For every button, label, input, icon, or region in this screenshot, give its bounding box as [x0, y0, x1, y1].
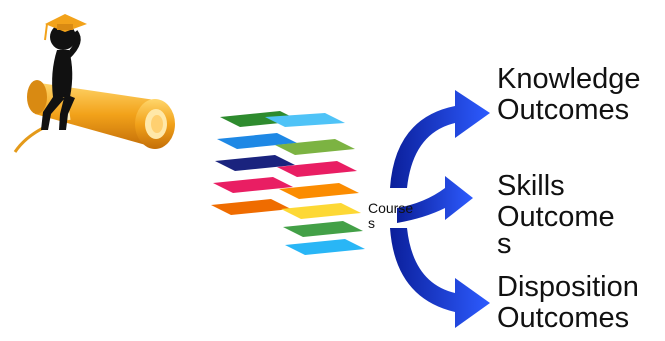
courses-label: Course s	[368, 201, 428, 231]
courses-label-line2: s	[368, 215, 375, 231]
skills-line1: Skills	[497, 170, 565, 202]
knowledge-line1: Knowledge	[497, 63, 641, 95]
skills-outcomes-label: Skills Outcome s	[497, 171, 615, 260]
graduate-diploma-icon	[13, 14, 175, 153]
disposition-line2: Outcomes	[497, 302, 630, 334]
skills-line2: Outcome	[497, 201, 615, 233]
knowledge-outcomes-label: Knowledge Outcomes	[497, 64, 641, 126]
layer-cyan	[285, 239, 365, 255]
skills-line3: s	[497, 228, 512, 260]
courses-label-line1: Course	[368, 200, 414, 216]
layer-pink	[277, 161, 357, 177]
layer-magenta	[213, 177, 293, 193]
layer-orange	[211, 199, 291, 215]
disposition-outcomes-label: Disposition Outcomes	[497, 272, 639, 334]
layer-navy	[215, 155, 295, 171]
layer-yellow	[281, 203, 361, 219]
disposition-line1: Disposition	[497, 271, 639, 303]
curved-arrows-icon	[390, 90, 490, 328]
layer-green2	[283, 221, 363, 237]
knowledge-line2: Outcomes	[497, 94, 630, 126]
stacked-layers-icon	[211, 111, 365, 255]
layer-lime	[275, 139, 355, 155]
layer-orange2	[279, 183, 359, 199]
layer-lightblue	[265, 113, 345, 127]
